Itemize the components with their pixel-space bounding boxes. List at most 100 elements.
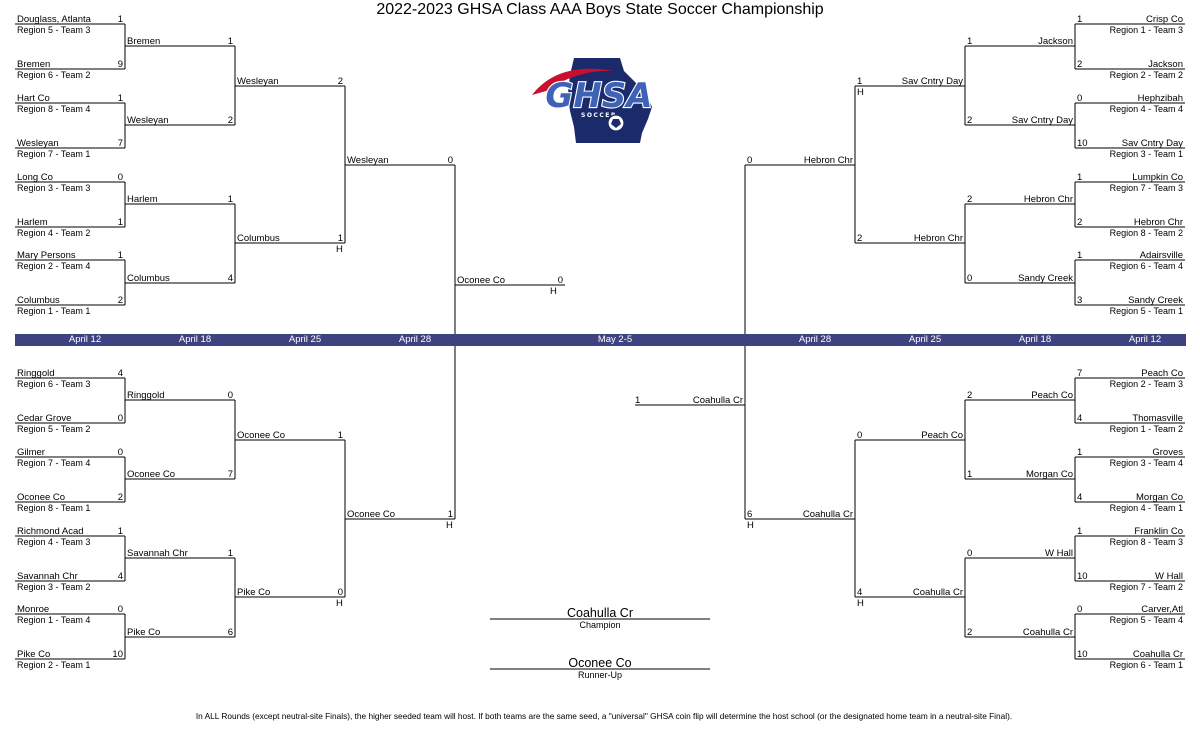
team-seed: Region 6 - Team 4 (1109, 261, 1183, 271)
team-name: Wesleyan (17, 138, 59, 149)
team-name: Hebron Chr (913, 233, 963, 244)
team-name: Douglass, Atlanta (17, 14, 91, 25)
round-date-label: April 18 (1018, 334, 1052, 345)
team-seed: Region 7 - Team 2 (1109, 582, 1183, 592)
team-score: 1 (337, 430, 343, 441)
team-score: 9 (117, 59, 123, 70)
team-name: Hephzibah (1137, 93, 1183, 104)
team-name: Coahulla Cr (1022, 627, 1073, 638)
team-score: 10 (112, 649, 123, 660)
team-name: Sandy Creek (1128, 295, 1183, 306)
team-seed: Region 4 - Team 2 (17, 228, 91, 238)
team-score: 0 (1077, 93, 1083, 104)
team-seed: Region 6 - Team 3 (17, 379, 91, 389)
team-name: Coahulla Cr (692, 395, 743, 406)
team-score: 2 (967, 390, 973, 401)
team-score: 2 (117, 295, 123, 306)
team-score: 2 (857, 233, 863, 244)
team-seed: Region 7 - Team 1 (17, 149, 91, 159)
team-score: 7 (1077, 368, 1083, 379)
host-marker: H (747, 520, 754, 531)
team-score: 1 (227, 548, 233, 559)
team-score: 0 (967, 273, 973, 284)
team-score: 1 (117, 526, 123, 537)
logo-text: GHSA (545, 76, 652, 116)
team-seed: Region 2 - Team 2 (1109, 70, 1183, 80)
team-score: 0 (117, 172, 123, 183)
team-name: Morgan Co (1026, 469, 1073, 480)
georgia-map-shape (568, 58, 652, 143)
team-name: Coahulla Cr (912, 587, 963, 598)
team-score: 0 (117, 604, 123, 615)
team-score: 1 (227, 36, 233, 47)
team-name: Peach Co (1141, 368, 1183, 379)
team-score: 0 (337, 587, 343, 598)
host-marker: H (550, 286, 557, 297)
team-seed: Region 6 - Team 2 (17, 70, 91, 80)
team-name: Columbus (17, 295, 60, 306)
team-name: Morgan Co (1136, 492, 1183, 503)
team-score: 1 (337, 233, 343, 244)
team-name: Columbus (127, 273, 170, 284)
team-seed: Region 1 - Team 1 (17, 306, 91, 316)
page-title: 2022-2023 GHSA Class AAA Boys State Socc… (376, 1, 824, 18)
team-score: 2 (967, 627, 973, 638)
footnote: In ALL Rounds (except neutral-site Final… (195, 711, 1013, 721)
team-name: Coahulla Cr (802, 509, 853, 520)
round-date-label: April 12 (1128, 334, 1162, 345)
team-name: Wesleyan (347, 155, 389, 166)
team-score: 1 (1077, 250, 1083, 261)
host-marker: H (336, 598, 343, 609)
team-name: Hebron Chr (1133, 217, 1183, 228)
team-name: Long Co (17, 172, 53, 183)
champion-name: Coahulla Cr (566, 606, 633, 620)
host-marker: H (857, 598, 864, 609)
team-seed: Region 3 - Team 4 (1109, 458, 1183, 468)
team-name: Savannah Chr (17, 571, 78, 582)
champion-label: Champion (579, 620, 621, 630)
team-seed: Region 7 - Team 3 (1109, 183, 1183, 193)
team-score: 4 (1077, 492, 1083, 503)
team-score: 7 (227, 469, 233, 480)
team-name: Jackson (1038, 36, 1073, 47)
team-name: Gilmer (17, 447, 45, 458)
round-date-label: April 12 (68, 334, 102, 345)
team-name: Bremen (127, 36, 161, 47)
team-name: Peach Co (1031, 390, 1073, 401)
team-seed: Region 2 - Team 1 (17, 660, 91, 670)
team-seed: Region 1 - Team 2 (1109, 424, 1183, 434)
logo-swoosh (532, 68, 614, 95)
team-score: 1 (967, 36, 973, 47)
team-score: 1 (857, 76, 863, 87)
ghsa-logo: GHSA SOCCER (532, 58, 654, 143)
team-score: 1 (117, 250, 123, 261)
team-score: 1 (227, 194, 233, 205)
runner-up-label: Runner-Up (577, 670, 623, 680)
team-seed: Region 5 - Team 4 (1109, 615, 1183, 625)
team-name: Crisp Co (1146, 14, 1183, 25)
team-name: Mary Persons (17, 250, 76, 261)
team-score: 7 (117, 138, 123, 149)
team-name: Franklin Co (1134, 526, 1183, 537)
team-name: Sav Cntry Day (1011, 115, 1073, 126)
team-score: 1 (635, 395, 641, 406)
team-score: 1 (1077, 447, 1083, 458)
team-name: Richmond Acad (17, 526, 84, 537)
team-name: Groves (1152, 447, 1183, 458)
team-seed: Region 1 - Team 3 (1109, 25, 1183, 35)
team-name: W Hall (1045, 548, 1073, 559)
team-seed: Region 7 - Team 4 (17, 458, 91, 468)
team-score: 1 (1077, 172, 1083, 183)
round-date-label: April 25 (288, 334, 322, 345)
team-score: 0 (857, 430, 863, 441)
team-seed: Region 8 - Team 1 (17, 503, 91, 513)
team-score: 0 (447, 155, 453, 166)
team-name: Oconee Co (127, 469, 176, 480)
team-score: 2 (117, 492, 123, 503)
team-score: 2 (1077, 59, 1083, 70)
team-seed: Region 5 - Team 2 (17, 424, 91, 434)
team-score: 4 (117, 368, 123, 379)
team-score: 0 (747, 155, 753, 166)
round-date-label: April 28 (798, 334, 832, 345)
team-score: 2 (337, 76, 343, 87)
